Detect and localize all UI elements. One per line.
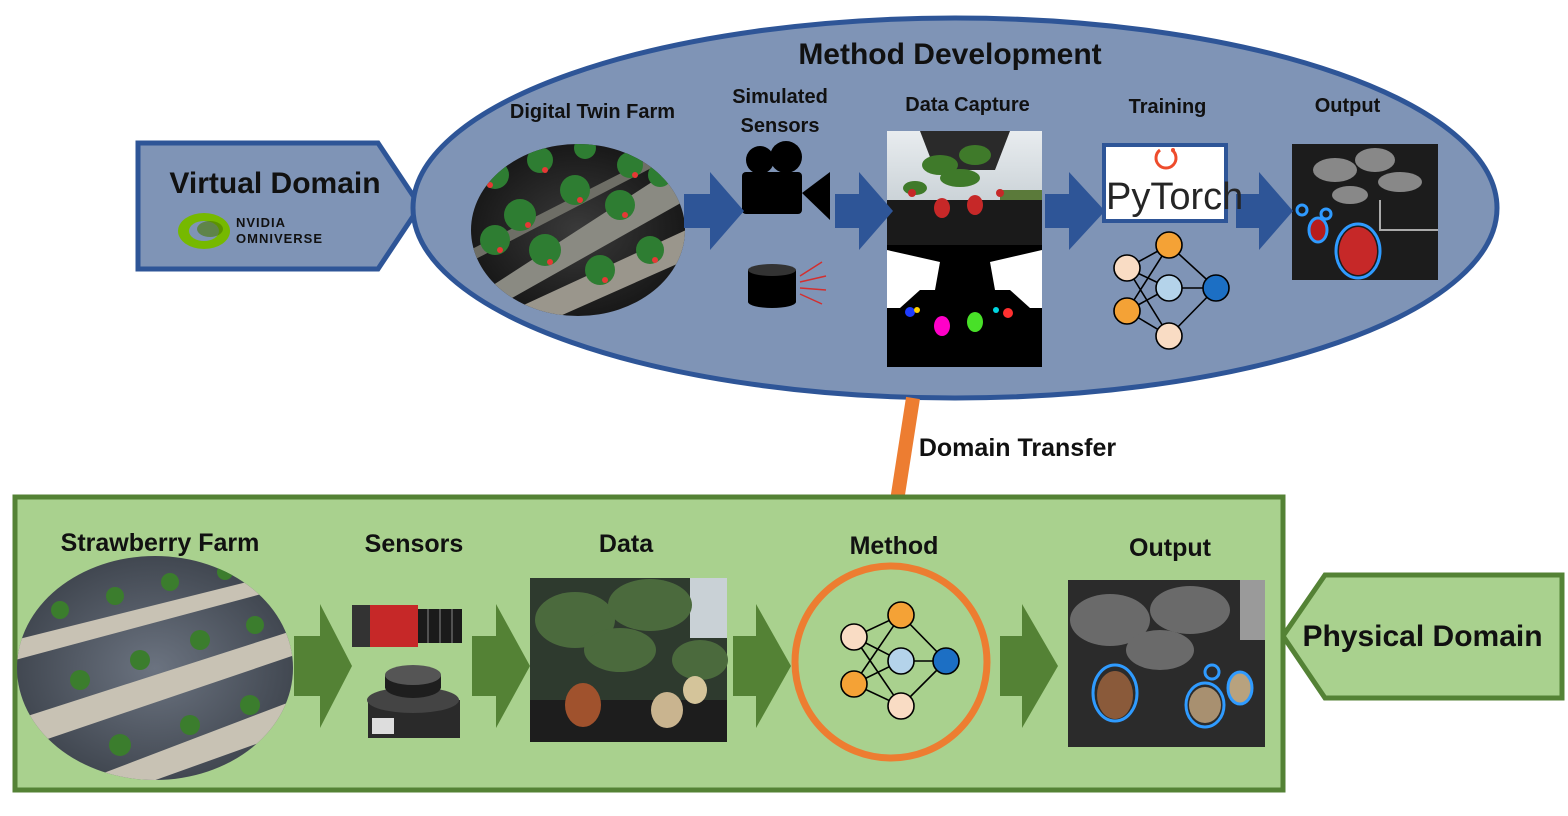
- neural-network-method-icon: [840, 601, 960, 720]
- physical-domain-label: Physical Domain: [1302, 620, 1543, 653]
- data-capture-label: Data Capture: [905, 94, 1030, 116]
- physical-domain-tag: [1279, 572, 1565, 701]
- virtual-arrow-1: [684, 172, 744, 250]
- data-capture-rgb-image: [887, 131, 1042, 245]
- digital-twin-farm-image: [471, 144, 685, 316]
- data-capture-segmentation-image: [887, 245, 1042, 367]
- physical-arrow-4: [1000, 604, 1058, 728]
- virtual-domain-label: Virtual Domain: [169, 167, 381, 200]
- virtual-output-image: [1292, 144, 1438, 280]
- real-lidar-icon: [367, 665, 460, 738]
- omniverse-logo-line1: NVIDIA: [236, 215, 287, 230]
- sensors-label: Sensors: [364, 530, 464, 558]
- physical-output-label: Output: [1129, 534, 1211, 562]
- physical-arrow-1: [294, 604, 352, 728]
- omniverse-logo-line2: OMNIVERSE: [236, 231, 324, 246]
- physical-arrow-2: [472, 604, 530, 728]
- simulated-sensors-label-line1: Simulated: [732, 86, 828, 108]
- strawberry-farm-image: [17, 556, 293, 780]
- pytorch-text: PyTorch: [1106, 176, 1244, 218]
- real-camera-icon: [352, 605, 462, 647]
- lidar-icon: [748, 261, 827, 308]
- neural-network-training-icon: [1113, 231, 1230, 350]
- camera-icon: [742, 141, 830, 220]
- real-output-image: [1068, 580, 1265, 747]
- training-label: Training: [1128, 96, 1207, 118]
- omniverse-logo: [178, 213, 230, 249]
- virtual-arrow-2: [835, 172, 893, 250]
- method-label: Method: [849, 532, 939, 560]
- method-circle: [791, 562, 991, 762]
- virtual-arrow-4: [1236, 172, 1293, 250]
- digital-twin-farm-label: Digital Twin Farm: [509, 101, 676, 123]
- pytorch-logo: [1102, 143, 1228, 223]
- simulated-sensors-label-line2: Sensors: [740, 115, 820, 137]
- virtual-domain-tag: [135, 140, 424, 272]
- method-development-title: Method Development: [798, 38, 1102, 71]
- real-data-image: [530, 578, 728, 742]
- virtual-arrow-3: [1045, 172, 1105, 250]
- domain-transfer-label: Domain Transfer: [918, 434, 1117, 462]
- strawberry-farm-label: Strawberry Farm: [60, 529, 260, 557]
- physical-arrow-3: [733, 604, 791, 728]
- data-label: Data: [598, 530, 654, 558]
- virtual-output-label: Output: [1314, 95, 1381, 117]
